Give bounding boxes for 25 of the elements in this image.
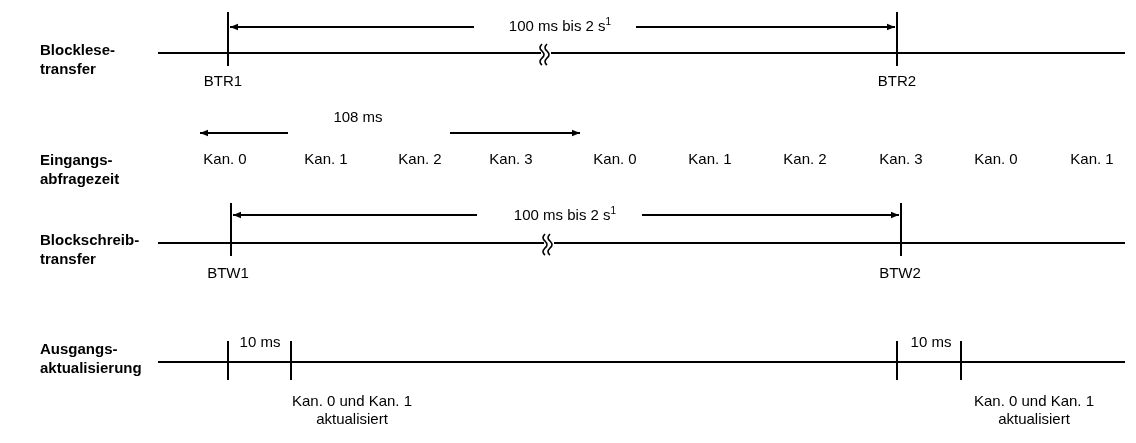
- timing-label: Kan. 1: [304, 150, 348, 168]
- timing-label: 108 ms: [333, 108, 383, 126]
- timing-label: Kan. 0: [203, 150, 247, 168]
- timing-label: Kan. 2: [783, 150, 827, 168]
- timing-label: 100 ms bis 2 s$^{1}$: [513, 206, 617, 224]
- timing-label: 10 ms: [239, 333, 281, 351]
- timing-label: Kan. 2: [398, 150, 442, 168]
- timing-label: BTR2: [877, 72, 917, 90]
- timing-label: 10 ms: [910, 333, 952, 351]
- timing-label: Kan. 3: [489, 150, 533, 168]
- timing-label: 100 ms bis 2 s$^{1}$: [508, 17, 612, 35]
- timing-label: Kan. 0: [974, 150, 1018, 168]
- row-heading: Blockschreib- transfer: [40, 230, 141, 268]
- timing-note: Kan. 0 und Kan. 1 aktualisiert: [290, 392, 414, 428]
- timing-label: BTW2: [879, 264, 921, 282]
- row-heading: Ausgangs- aktualisierung: [40, 339, 143, 377]
- timing-label: Kan. 1: [1070, 150, 1114, 168]
- row-heading: Eingangs- abfragezeit: [40, 150, 121, 188]
- timing-label: BTW1: [207, 264, 249, 282]
- row-heading: Blocklese- transfer: [40, 40, 117, 78]
- timing-label: Kan. 0: [593, 150, 637, 168]
- timing-label: Kan. 3: [879, 150, 923, 168]
- timing-label: BTR1: [203, 72, 243, 90]
- timing-label: Kan. 1: [688, 150, 732, 168]
- timing-note: Kan. 0 und Kan. 1 aktualisiert: [972, 392, 1096, 428]
